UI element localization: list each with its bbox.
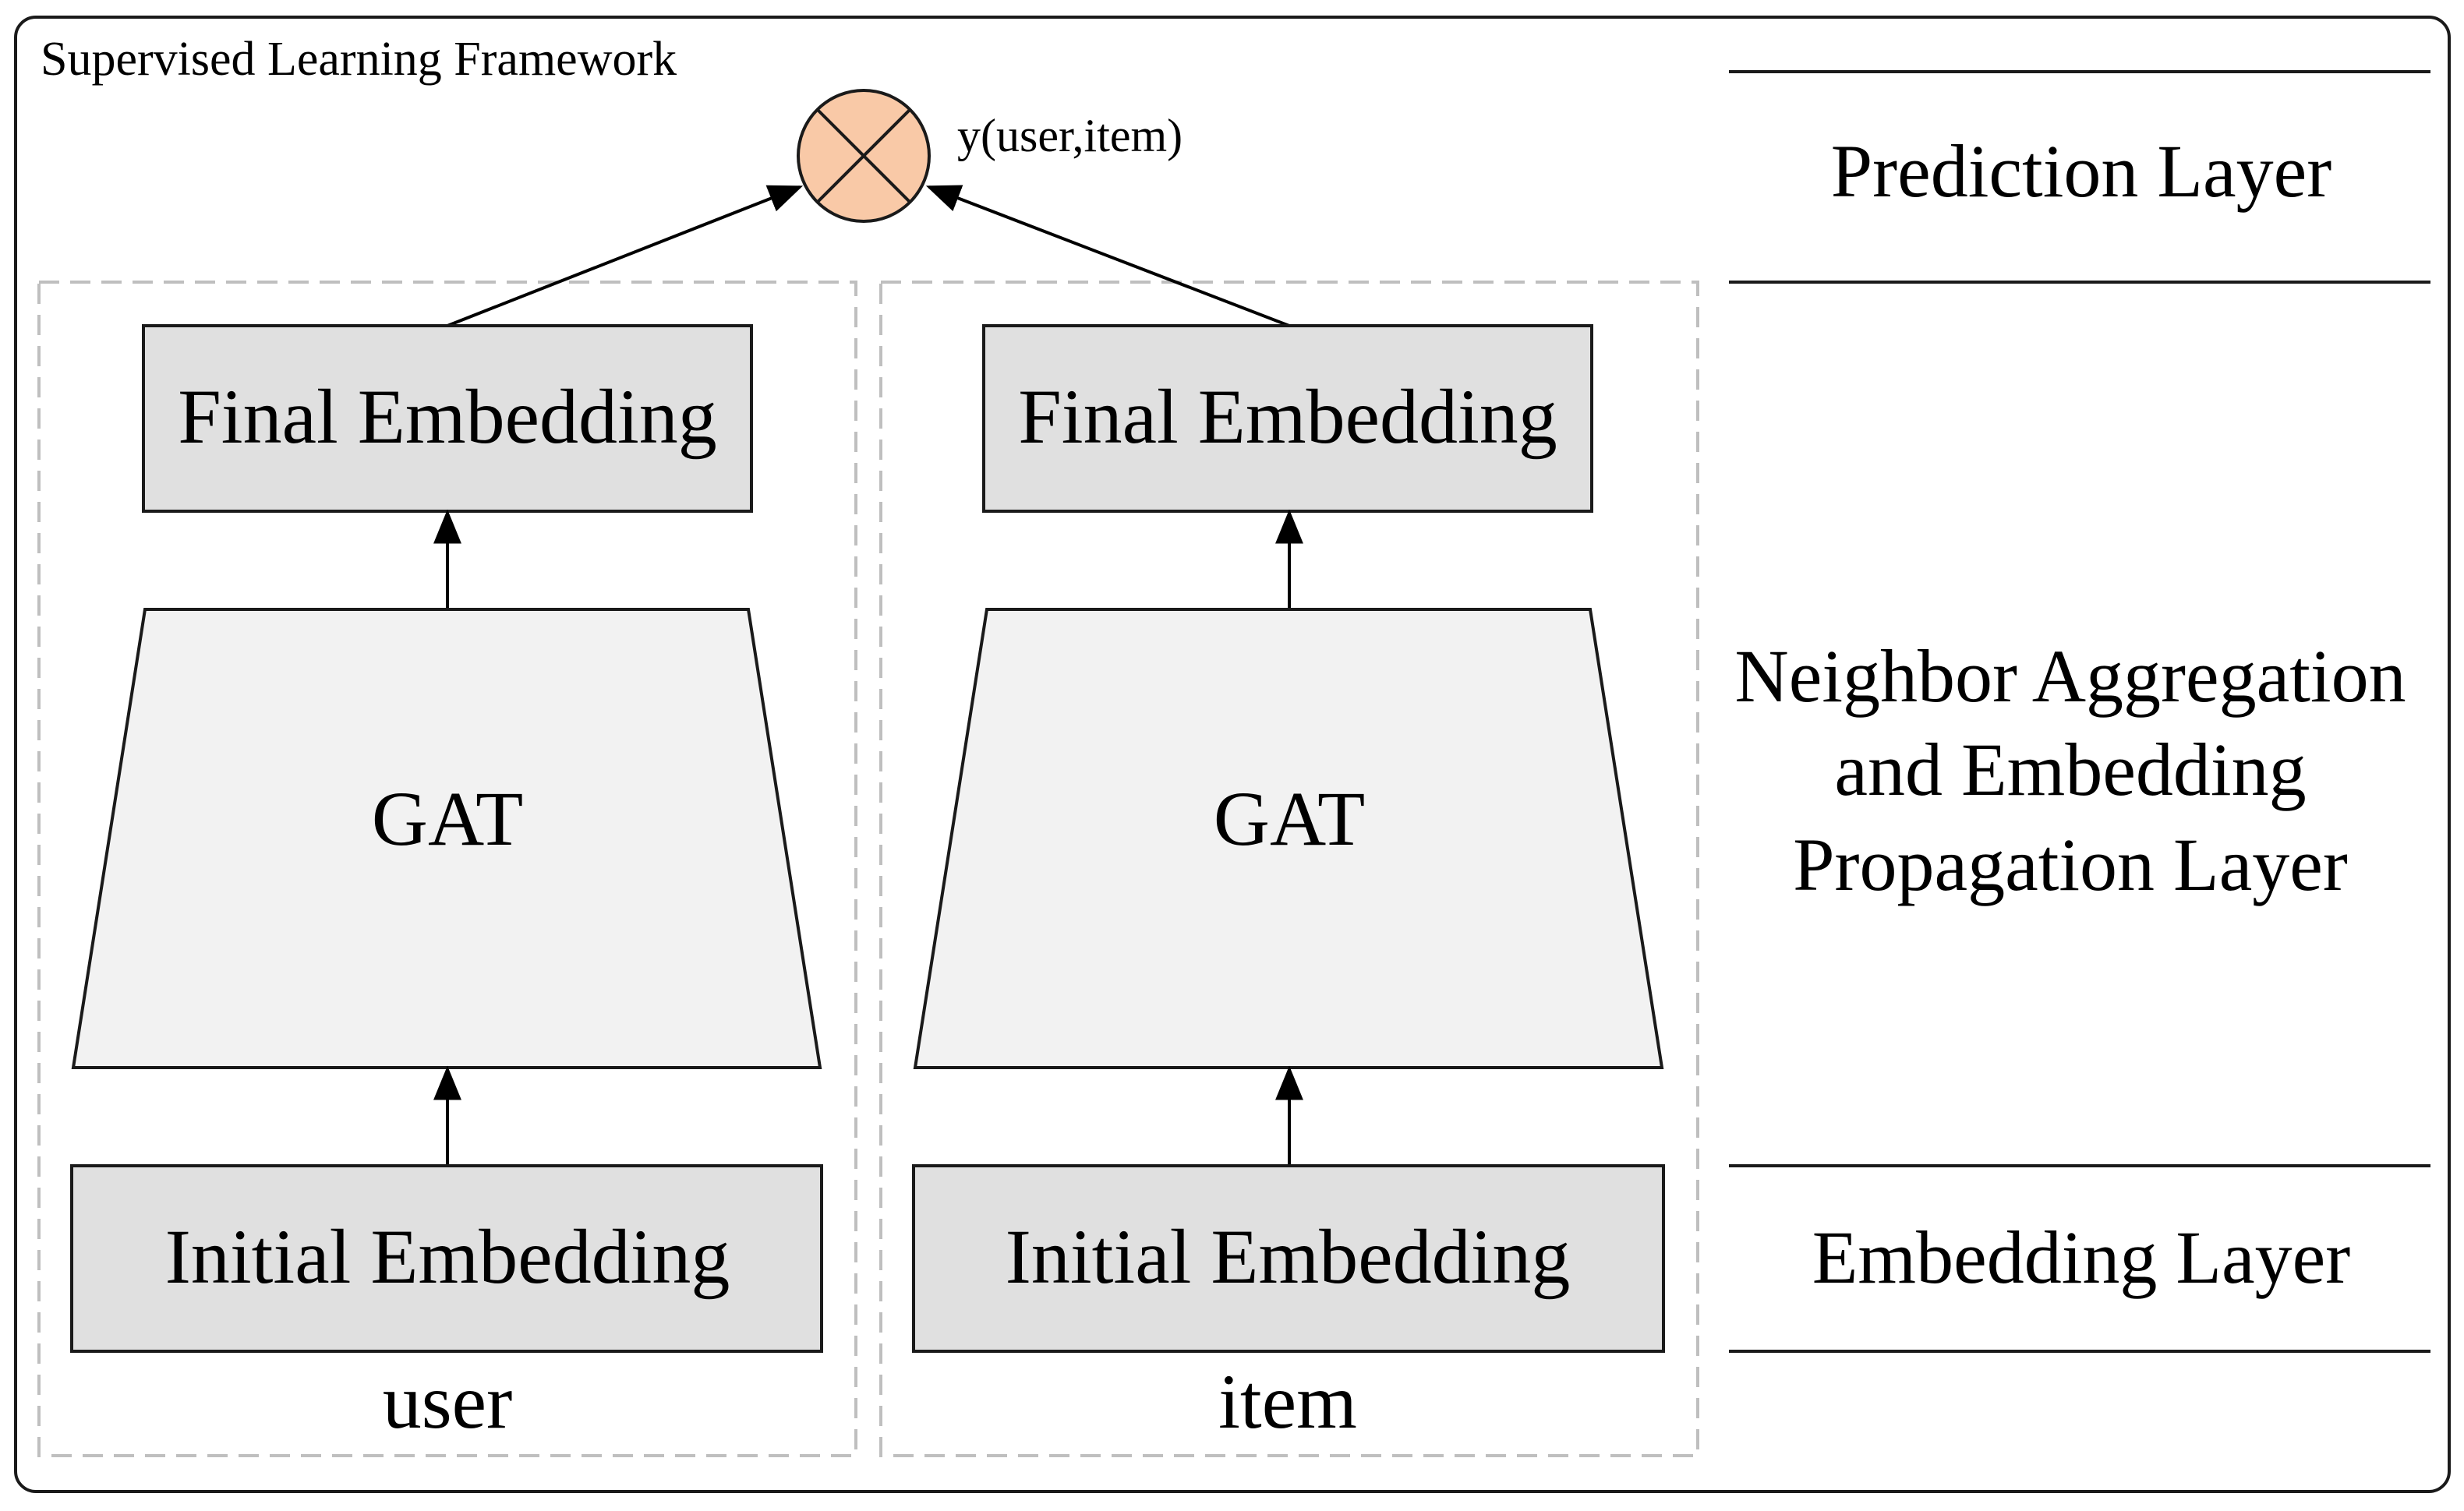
prediction-multiply-icon (797, 89, 931, 223)
user-final-embedding-label: Final Embedding (178, 373, 717, 460)
user-initial-embedding-label: Initial Embedding (165, 1213, 730, 1300)
item-to-prediction-arrow (925, 185, 1290, 327)
item-initial-embedding-label: Initial Embedding (1006, 1213, 1571, 1300)
item-gat-label: GAT (1214, 775, 1365, 862)
item-final-embedding-label: Final Embedding (1018, 373, 1557, 460)
prediction-layer-label: Prediction Layer (1831, 129, 2331, 213)
user-caption: user (383, 1358, 513, 1445)
embedding-layer-label: Embedding Layer (1812, 1216, 2350, 1299)
item-caption: item (1218, 1358, 1357, 1445)
user-gat-label: GAT (372, 775, 523, 862)
user-final-embedding-box (142, 324, 753, 513)
user-gat-block (71, 608, 822, 1069)
framework-title: Supervised Learning Framework (41, 33, 677, 86)
user-initial-embedding-box (70, 1164, 823, 1353)
aggregation-layer-label-line-2: and Embedding (1834, 728, 2306, 811)
item-final-embedding-box (982, 324, 1593, 513)
item-column-container (879, 281, 1699, 1457)
prediction-output-label: y(user,item) (957, 110, 1183, 161)
framework-border (14, 16, 2451, 1493)
item-initial-embedding-box (912, 1164, 1665, 1353)
aggregation-layer-label-line-3: Propagation Layer (1793, 823, 2348, 906)
user-to-prediction-arrow (447, 185, 804, 327)
user-column-container (37, 281, 857, 1457)
aggregation-layer-label-line-1: Neighbor Aggregation (1734, 634, 2406, 718)
item-gat-block (913, 608, 1664, 1069)
